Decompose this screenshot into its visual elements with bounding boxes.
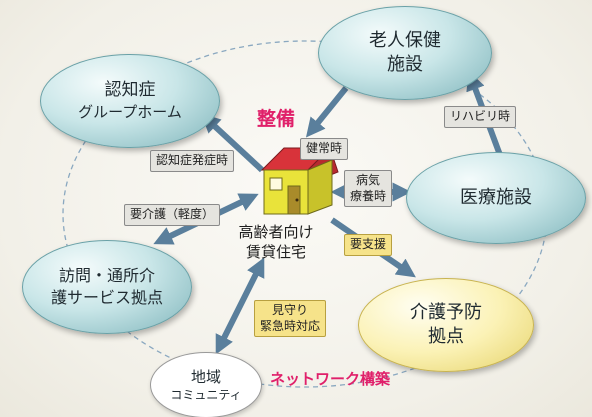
- care-needed-light-tag: 要介護（軽度）: [124, 204, 221, 226]
- medical-facility-label: 医療施設: [460, 186, 532, 208]
- support-needed-tag: 要支援: [344, 234, 393, 256]
- community-line1: 地域: [190, 367, 221, 386]
- illness-recovery-tag: 病気 療養時: [344, 170, 393, 208]
- illness-line2: 療養時: [350, 188, 387, 203]
- visit-care-line2: 護サービス拠点: [50, 288, 163, 307]
- watch-emergency-tag: 見守り 緊急時対応: [254, 300, 327, 338]
- senior-rental-housing-label: 高齢者向け 賃貸住宅: [226, 222, 326, 263]
- elderly-facility-line2: 施設: [387, 54, 423, 75]
- dementia-home-line1: 認知症: [104, 80, 156, 101]
- arrow-house-community: [215, 257, 265, 355]
- community-line2: コミュニティ: [170, 388, 242, 403]
- medical-facility-node: 医療施設: [406, 152, 586, 244]
- network-heading: ネットワーク構築: [270, 370, 391, 388]
- center-line1: 高齢者向け: [238, 223, 314, 241]
- care-prevention-node: 介護予防 拠点: [358, 278, 534, 372]
- arrow-to-dementia-home: [200, 113, 265, 173]
- community-node: 地域 コミュニティ: [150, 352, 262, 417]
- watch-line2: 緊急時対応: [260, 318, 321, 333]
- elderly-facility-line1: 老人保健: [369, 29, 441, 51]
- center-line2: 賃貸住宅: [245, 243, 306, 262]
- watch-line1: 見守り: [272, 303, 309, 317]
- rehab-tag: リハビリ時: [444, 106, 517, 128]
- seibi-heading: 整備: [257, 108, 296, 130]
- care-prevention-line1: 介護予防: [410, 301, 482, 323]
- dementia-onset-tag: 認知症発症時: [150, 150, 235, 172]
- normal-time-tag: 健常時: [300, 138, 349, 160]
- arrow-from-elderly-facility: [305, 86, 349, 138]
- care-prevention-line2: 拠点: [428, 326, 464, 347]
- visit-care-service-node: 訪問・通所介 護サービス拠点: [22, 240, 192, 334]
- dementia-group-home-node: 認知症 グループホーム: [40, 54, 220, 148]
- visit-care-line1: 訪問・通所介: [58, 266, 155, 286]
- elderly-care-facility-node: 老人保健 施設: [318, 6, 492, 100]
- illness-line1: 病気: [356, 173, 381, 187]
- dementia-home-line2: グループホーム: [78, 103, 182, 122]
